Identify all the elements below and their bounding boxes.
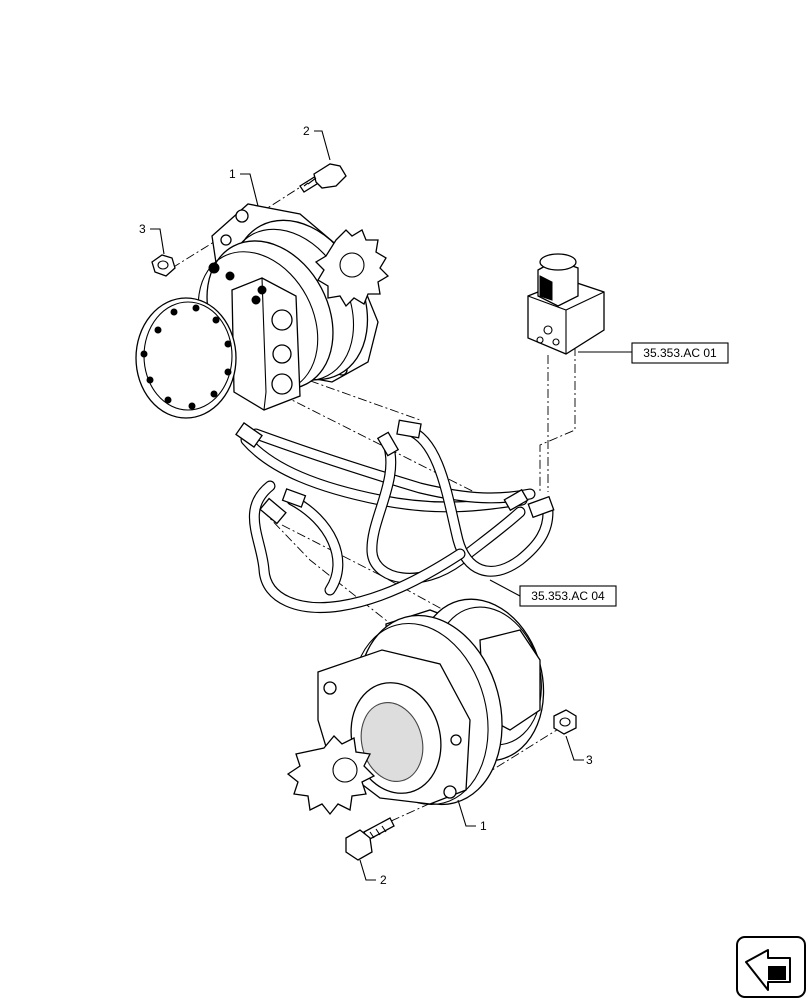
reference-valve-label: 35.353.AC 01 <box>643 346 717 360</box>
nut-bottom <box>553 709 577 735</box>
callout-motor-top: 1 <box>229 167 236 181</box>
control-valve <box>527 253 605 355</box>
callout-bolt-top: 2 <box>303 124 310 138</box>
callout-nut-top: 3 <box>139 222 146 236</box>
callout-bolt-bottom: 2 <box>380 873 387 887</box>
bolt-top <box>299 163 347 193</box>
callout-nut-bottom: 3 <box>586 753 593 767</box>
nut-top <box>151 254 176 277</box>
bolt-bottom <box>345 817 395 861</box>
callout-motor-bottom: 1 <box>480 819 487 833</box>
drive-motor-top <box>135 203 390 419</box>
sprocket-bottom <box>286 735 376 816</box>
sprocket-top <box>314 229 390 308</box>
reference-box-valve: 35.353.AC 01 <box>631 342 729 364</box>
end-cap-bolts-top <box>140 304 232 410</box>
reference-hoses-label: 35.353.AC 04 <box>531 589 605 603</box>
drive-motor-bottom <box>286 598 545 816</box>
hydraulic-hoses <box>235 419 555 613</box>
callout-leaders <box>150 130 632 881</box>
reference-box-hoses: 35.353.AC 04 <box>519 585 617 607</box>
orientation-arrow-icon <box>736 936 806 998</box>
